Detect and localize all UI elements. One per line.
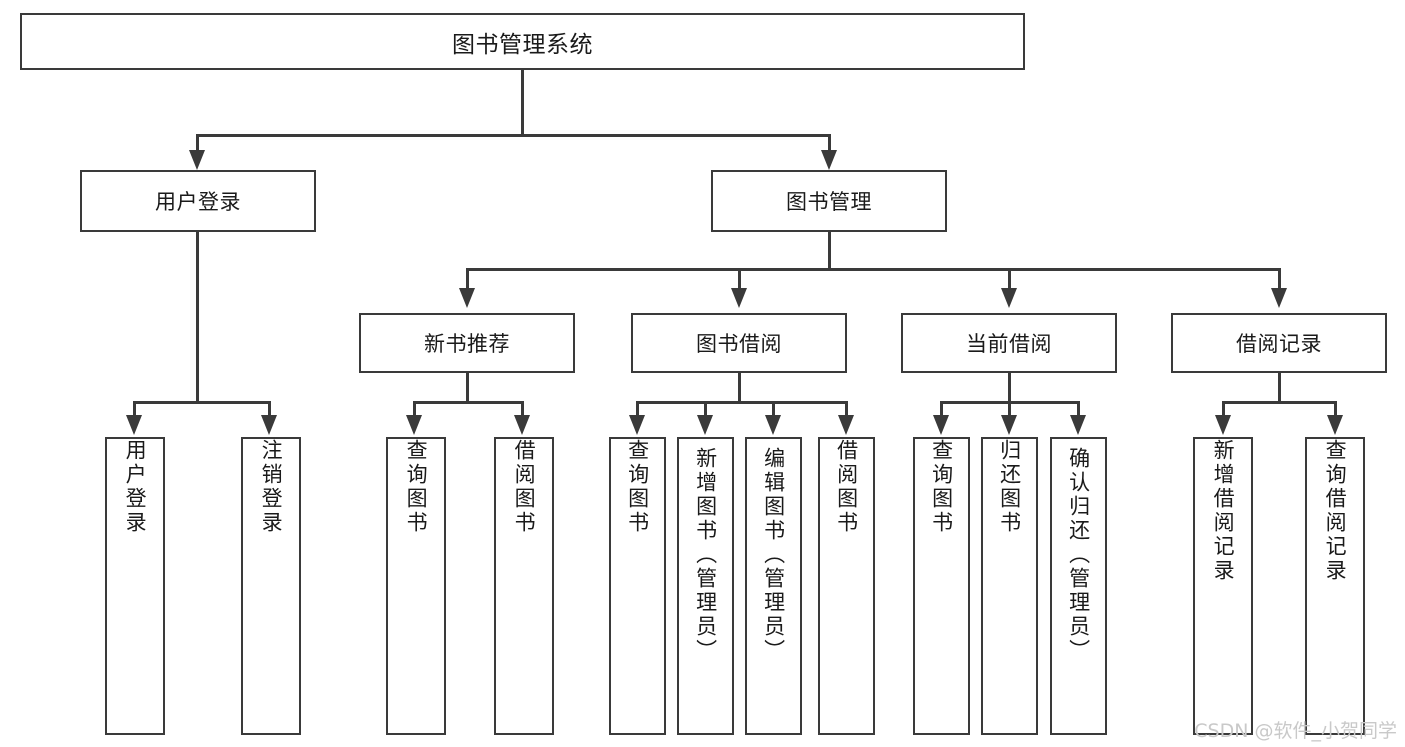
leaf-query-book-borrow-label: 查询图书 [625,439,650,535]
connector-new-book-bus [413,401,523,404]
connector-book-borrow-drop-4 [845,401,848,417]
connector-book-borrow-stem [738,373,741,403]
node-current-borrow-label: 当前借阅 [966,332,1052,356]
watermark-text: CSDN @软件_小贺同学 [1194,720,1397,742]
arrowhead-leaf-query-record [1327,415,1343,435]
leaf-edit-book-admin[interactable]: 编辑图书（管理员） [745,437,802,735]
connector-book-borrow-drop-1 [636,401,639,417]
arrowhead-leaf-query-book-1 [406,415,422,435]
connector-to-book-borrow [738,268,741,290]
arrowhead-new-book [459,288,475,308]
connector-current-borrow-drop-1 [940,401,943,417]
connector-book-borrow-bus [636,401,848,404]
arrowhead-leaf-borrow-book-2 [838,415,854,435]
leaf-borrow-book-recommend[interactable]: 借阅图书 [494,437,554,735]
connector-user-login-drop-1 [133,401,136,417]
leaf-borrow-book-borrow-label: 借阅图书 [834,439,859,535]
arrowhead-borrow-record [1271,288,1287,308]
leaf-add-borrow-record[interactable]: 新增借阅记录 [1193,437,1253,735]
leaf-add-borrow-record-label: 新增借阅记录 [1211,439,1236,583]
leaf-query-borrow-record-label: 查询借阅记录 [1323,439,1348,583]
leaf-query-book-borrow[interactable]: 查询图书 [609,437,666,735]
arrowhead-leaf-add-record [1215,415,1231,435]
leaf-return-book[interactable]: 归还图书 [981,437,1038,735]
leaf-add-book-admin-label: 新增图书（管理员） [693,447,718,663]
node-book-manage-label: 图书管理 [786,190,872,214]
connector-borrow-record-stem [1278,373,1281,403]
arrowhead-leaf-query-book-2 [629,415,645,435]
connector-to-user-login [196,134,199,152]
leaf-borrow-book-recommend-label: 借阅图书 [512,439,537,535]
connector-book-borrow-drop-2 [704,401,707,417]
connector-user-login-drop-2 [268,401,271,417]
node-root-label: 图书管理系统 [452,31,593,58]
leaf-query-borrow-record[interactable]: 查询借阅记录 [1305,437,1365,735]
node-borrow-record-label: 借阅记录 [1236,332,1322,356]
node-book-borrow-label: 图书借阅 [696,332,782,356]
arrowhead-book-manage [821,150,837,170]
connector-user-login-stem [196,232,199,403]
arrowhead-current-borrow [1001,288,1017,308]
node-user-login-label: 用户登录 [155,190,241,214]
node-borrow-record[interactable]: 借阅记录 [1171,313,1387,373]
connector-to-current-borrow [1008,268,1011,290]
node-root-system[interactable]: 图书管理系统 [20,13,1025,70]
connector-user-login-bus [133,401,270,404]
node-new-book-recommend[interactable]: 新书推荐 [359,313,575,373]
connector-book-borrow-drop-3 [772,401,775,417]
node-user-login[interactable]: 用户登录 [80,170,316,232]
leaf-add-book-admin[interactable]: 新增图书（管理员） [677,437,734,735]
node-current-borrow[interactable]: 当前借阅 [901,313,1117,373]
node-book-manage[interactable]: 图书管理 [711,170,947,232]
arrowhead-user-login [189,150,205,170]
arrowhead-leaf-add-book [697,415,713,435]
connector-root-stem [521,70,524,136]
leaf-query-book-recommend[interactable]: 查询图书 [386,437,446,735]
connector-new-book-drop-2 [521,401,524,417]
connector-new-book-stem [466,373,469,403]
connector-current-borrow-drop-2 [1008,401,1011,417]
arrowhead-leaf-return-book [1001,415,1017,435]
connector-borrow-record-drop-1 [1222,401,1225,417]
arrowhead-leaf-logout [261,415,277,435]
connector-root-bus [196,134,830,137]
node-book-borrow[interactable]: 图书借阅 [631,313,847,373]
arrowhead-leaf-edit-book [765,415,781,435]
arrowhead-book-borrow [731,288,747,308]
leaf-logout-label: 注销登录 [259,439,284,535]
connector-book-manage-stem [828,232,831,270]
leaf-user-login[interactable]: 用户登录 [105,437,165,735]
leaf-confirm-return-admin-label: 确认归还（管理员） [1066,447,1091,663]
connector-to-borrow-record [1278,268,1281,290]
connector-borrow-record-drop-2 [1334,401,1337,417]
leaf-logout[interactable]: 注销登录 [241,437,301,735]
connector-to-book-manage [828,134,831,152]
leaf-return-book-label: 归还图书 [997,439,1022,535]
connector-new-book-drop-1 [413,401,416,417]
connector-to-new-book [466,268,469,290]
connector-book-manage-bus [466,268,1280,271]
leaf-user-login-label: 用户登录 [123,439,148,535]
leaf-query-book-current-label: 查询图书 [929,439,954,535]
leaf-confirm-return-admin[interactable]: 确认归还（管理员） [1050,437,1107,735]
arrowhead-leaf-user-login [126,415,142,435]
leaf-edit-book-admin-label: 编辑图书（管理员） [761,447,786,663]
connector-current-borrow-drop-3 [1077,401,1080,417]
node-new-book-recommend-label: 新书推荐 [424,332,510,356]
arrowhead-leaf-confirm-return [1070,415,1086,435]
arrowhead-leaf-query-book-3 [933,415,949,435]
connector-current-borrow-stem [1008,373,1011,403]
arrowhead-leaf-borrow-book-1 [514,415,530,435]
leaf-borrow-book-borrow[interactable]: 借阅图书 [818,437,875,735]
connector-borrow-record-bus [1222,401,1337,404]
leaf-query-book-recommend-label: 查询图书 [404,439,429,535]
leaf-query-book-current[interactable]: 查询图书 [913,437,970,735]
